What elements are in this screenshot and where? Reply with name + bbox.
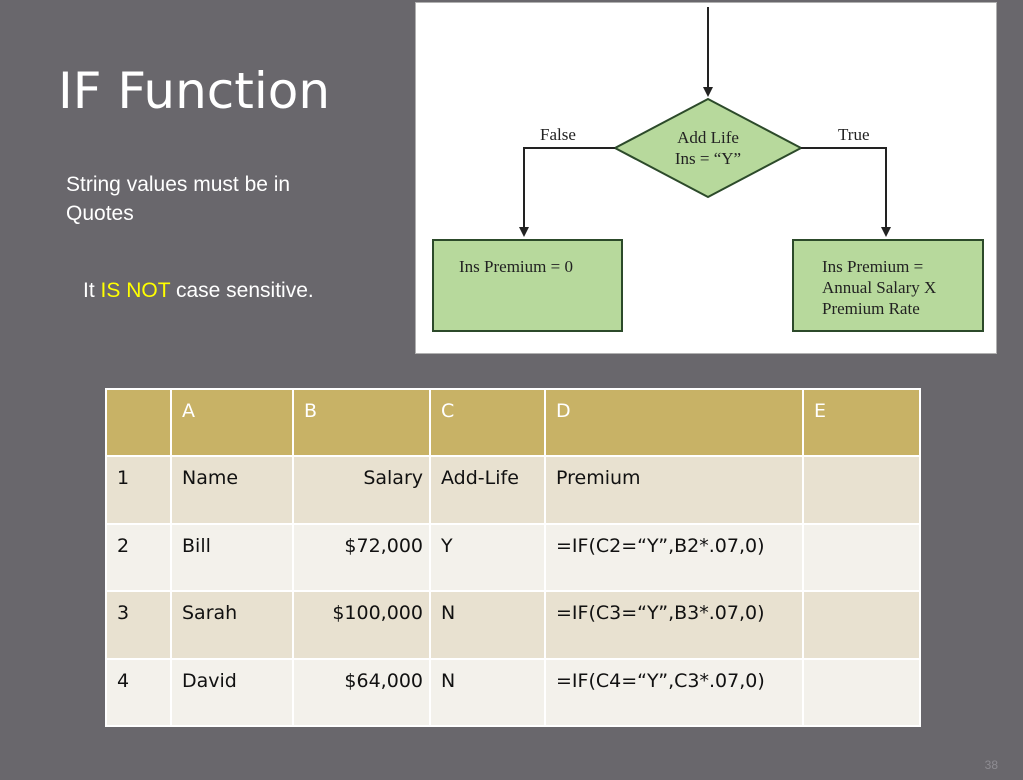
flowchart-figure: Add Life Ins = “Y” False True Ins Premiu…	[415, 2, 997, 354]
header-col-e: E	[802, 388, 921, 457]
cell-e	[802, 590, 921, 660]
false-result-box	[432, 239, 623, 332]
table-row: 1 Name Salary Add-Life Premium	[105, 455, 921, 525]
cell-e	[802, 455, 921, 525]
cell-salary: Salary	[292, 455, 431, 525]
false-label: False	[540, 125, 576, 144]
true-label: True	[838, 125, 870, 144]
header-col-b: B	[292, 388, 431, 457]
page-number: 38	[984, 758, 998, 772]
cell-premium: Premium	[544, 455, 804, 525]
table-row: 3 Sarah $100,000 N =IF(C3=“Y”,B3*.07,0)	[105, 590, 921, 660]
note-case: It IS NOT case sensitive.	[83, 276, 314, 305]
cell-salary: $100,000	[292, 590, 431, 660]
true-result-text-line2: Annual Salary X	[822, 278, 936, 297]
decision-text-line1: Add Life	[677, 128, 739, 147]
note-case-pre: It	[83, 279, 101, 302]
decision-diamond	[612, 97, 804, 199]
true-result-text-line3: Premium Rate	[822, 299, 920, 318]
cell-premium: =IF(C3=“Y”,B3*.07,0)	[544, 590, 804, 660]
flowchart-svg: Add Life Ins = “Y” False True Ins Premiu…	[432, 7, 984, 332]
cell-name: Bill	[170, 522, 294, 592]
arrow-false	[519, 147, 615, 237]
slide-title: IF Function	[58, 62, 331, 120]
cell-name: Sarah	[170, 590, 294, 660]
cell-name: David	[170, 657, 294, 727]
true-result-box	[792, 239, 984, 332]
cell-e	[802, 522, 921, 592]
cell-premium: =IF(C4=“Y”,C3*.07,0)	[544, 657, 804, 727]
table-row: 4 David $64,000 N =IF(C4=“Y”,C3*.07,0)	[105, 657, 921, 727]
table-row: 2 Bill $72,000 Y =IF(C2=“Y”,B2*.07,0)	[105, 522, 921, 592]
arrow-true	[801, 147, 891, 237]
header-col-a: A	[170, 388, 294, 457]
cell-premium: =IF(C2=“Y”,B2*.07,0)	[544, 522, 804, 592]
cell-add-life: Add-Life	[429, 455, 546, 525]
cell-salary: $72,000	[292, 522, 431, 592]
cell-add-life: Y	[429, 522, 546, 592]
header-col-d: D	[544, 388, 804, 457]
cell-add-life: N	[429, 590, 546, 660]
row-number: 2	[105, 522, 172, 592]
cell-salary: $64,000	[292, 657, 431, 727]
header-col-c: C	[429, 388, 546, 457]
true-result-text-line1: Ins Premium =	[822, 257, 923, 276]
cell-name: Name	[170, 455, 294, 525]
header-corner	[105, 388, 172, 457]
spreadsheet-table: A B C D E 1 Name Salary Add-Life Premium…	[105, 388, 921, 727]
note-case-post: case sensitive.	[170, 279, 314, 302]
decision-text-line2: Ins = “Y”	[675, 149, 741, 168]
row-number: 3	[105, 590, 172, 660]
cell-add-life: N	[429, 657, 546, 727]
row-number: 4	[105, 657, 172, 727]
row-number: 1	[105, 455, 172, 525]
cell-e	[802, 657, 921, 727]
note-quotes: String values must be in Quotes	[66, 173, 291, 225]
note-case-highlight: IS NOT	[100, 279, 171, 302]
false-result-text: Ins Premium = 0	[459, 257, 573, 276]
column-header-row: A B C D E	[105, 388, 921, 457]
